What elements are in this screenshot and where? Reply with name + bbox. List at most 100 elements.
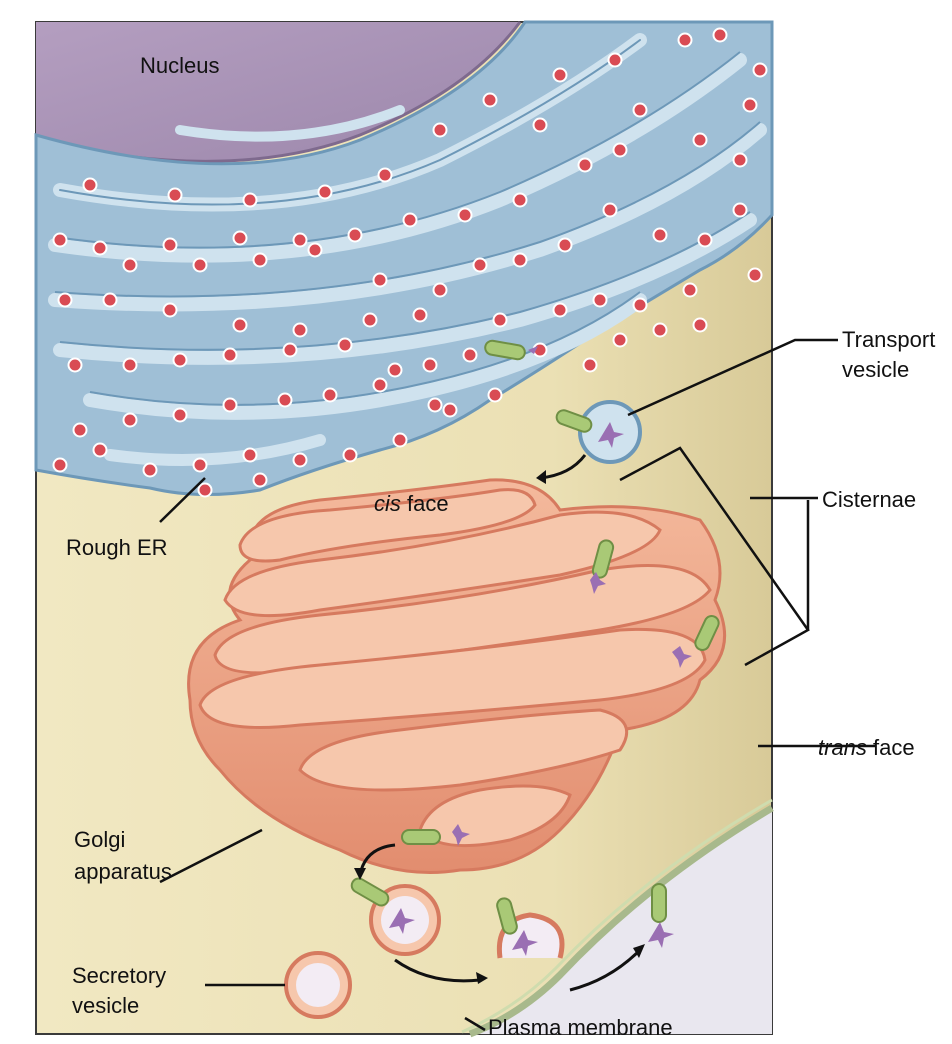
ribosome-dot: [714, 29, 727, 42]
ribosome-dot: [424, 359, 437, 372]
ribosome-dot: [254, 474, 267, 487]
ribosome-dot: [164, 239, 177, 252]
ribosome-dot: [294, 324, 307, 337]
trans-face-rest: face: [867, 735, 915, 760]
golgi-label-line1: Golgi: [74, 826, 125, 853]
ribosome-dot: [124, 359, 137, 372]
ribosome-dot: [609, 54, 622, 67]
ribosome-dot: [279, 394, 292, 407]
ribosome-dot: [224, 399, 237, 412]
cis-face-rest: face: [401, 491, 449, 516]
ribosome-dot: [174, 354, 187, 367]
ribosome-dot: [374, 274, 387, 287]
ribosome-dot: [364, 314, 377, 327]
ribosome-dot: [124, 259, 137, 272]
ribosome-dot: [754, 64, 767, 77]
ribosome-dot: [594, 294, 607, 307]
ribosome-dot: [69, 359, 82, 372]
ribosome-dot: [194, 259, 207, 272]
ribosome-dot: [494, 314, 507, 327]
nucleus-label: Nucleus: [140, 52, 219, 79]
ribosome-dot: [344, 449, 357, 462]
ribosome-dot: [694, 319, 707, 332]
ribosome-dot: [604, 204, 617, 217]
ribosome-dot: [744, 99, 757, 112]
ribosome-dot: [94, 242, 107, 255]
ribosome-dot: [244, 449, 257, 462]
ribosome-dot: [84, 179, 97, 192]
ribosome-dot: [379, 169, 392, 182]
ribosome-dot: [584, 359, 597, 372]
ribosome-dot: [174, 409, 187, 422]
ribosome-dot: [654, 324, 667, 337]
ribosome-dot: [699, 234, 712, 247]
rough-er-label: Rough ER: [66, 534, 168, 561]
ribosome-dot: [294, 234, 307, 247]
ribosome-dot: [734, 154, 747, 167]
ribosome-dot: [684, 284, 697, 297]
ribosome-dot: [514, 194, 527, 207]
ribosome-dot: [104, 294, 117, 307]
ribosome-dot: [434, 124, 447, 137]
ribosome-dot: [194, 459, 207, 472]
ribosome-dot: [459, 209, 472, 222]
ribosome-dot: [434, 284, 447, 297]
ribosome-dot: [54, 459, 67, 472]
ribosome-dot: [554, 304, 567, 317]
ribosome-dot: [319, 186, 332, 199]
ribosome-dot: [554, 69, 567, 82]
secretory-vesicle-label-line2: vesicle: [72, 992, 139, 1019]
ribosome-dot: [59, 294, 72, 307]
ribosome-dot: [654, 229, 667, 242]
trans-face-label: trans face: [818, 734, 915, 761]
ribosome-dot: [54, 234, 67, 247]
ribosome-dot: [394, 434, 407, 447]
ribosome-dot: [734, 204, 747, 217]
ribosome-dot: [404, 214, 417, 227]
cisternae-label: Cisternae: [822, 486, 916, 513]
ribosome-dot: [389, 364, 402, 377]
ribosome-dot: [614, 144, 627, 157]
ribosome-dot: [534, 119, 547, 132]
cis-face-italic: cis: [374, 491, 401, 516]
ribosome-dot: [444, 404, 457, 417]
ribosome-dot: [124, 414, 137, 427]
ribosome-dot: [749, 269, 762, 282]
ribosome-dot: [614, 334, 627, 347]
ribosome-dot: [559, 239, 572, 252]
ribosome-dot: [94, 444, 107, 457]
ribosome-dot: [464, 349, 477, 362]
ribosome-dot: [634, 299, 647, 312]
ribosome-dot: [74, 424, 87, 437]
ribosome-dot: [339, 339, 352, 352]
ribosome-dot: [309, 244, 322, 257]
ribosome-dot: [244, 194, 257, 207]
ribosome-dot: [489, 389, 502, 402]
ribosome-dot: [144, 464, 157, 477]
secretory-vesicle-label-line1: Secretory: [72, 962, 166, 989]
ribosome-dot: [164, 304, 177, 317]
ribosome-dot: [284, 344, 297, 357]
ribosome-dot: [234, 319, 247, 332]
plasma-membrane-label: Plasma membrane: [488, 1014, 673, 1041]
ribosome-dot: [324, 389, 337, 402]
ribosome-dot: [634, 104, 647, 117]
ribosome-dot: [484, 94, 497, 107]
golgi-label-line2: apparatus: [74, 858, 172, 885]
trans-face-italic: trans: [818, 735, 867, 760]
ribosome-dot: [474, 259, 487, 272]
ribosome-dot: [429, 399, 442, 412]
ribosome-dot: [374, 379, 387, 392]
ribosome-dot: [349, 229, 362, 242]
ribosome-dot: [224, 349, 237, 362]
ribosome-dot: [514, 254, 527, 267]
ribosome-dot: [294, 454, 307, 467]
ribosome-dot: [169, 189, 182, 202]
ribosome-dot: [694, 134, 707, 147]
ribosome-dot: [679, 34, 692, 47]
ribosome-dot: [199, 484, 212, 497]
ribosome-dot: [254, 254, 267, 267]
ribosome-dot: [579, 159, 592, 172]
transport-vesicle-label-line1: Transport: [842, 326, 935, 353]
